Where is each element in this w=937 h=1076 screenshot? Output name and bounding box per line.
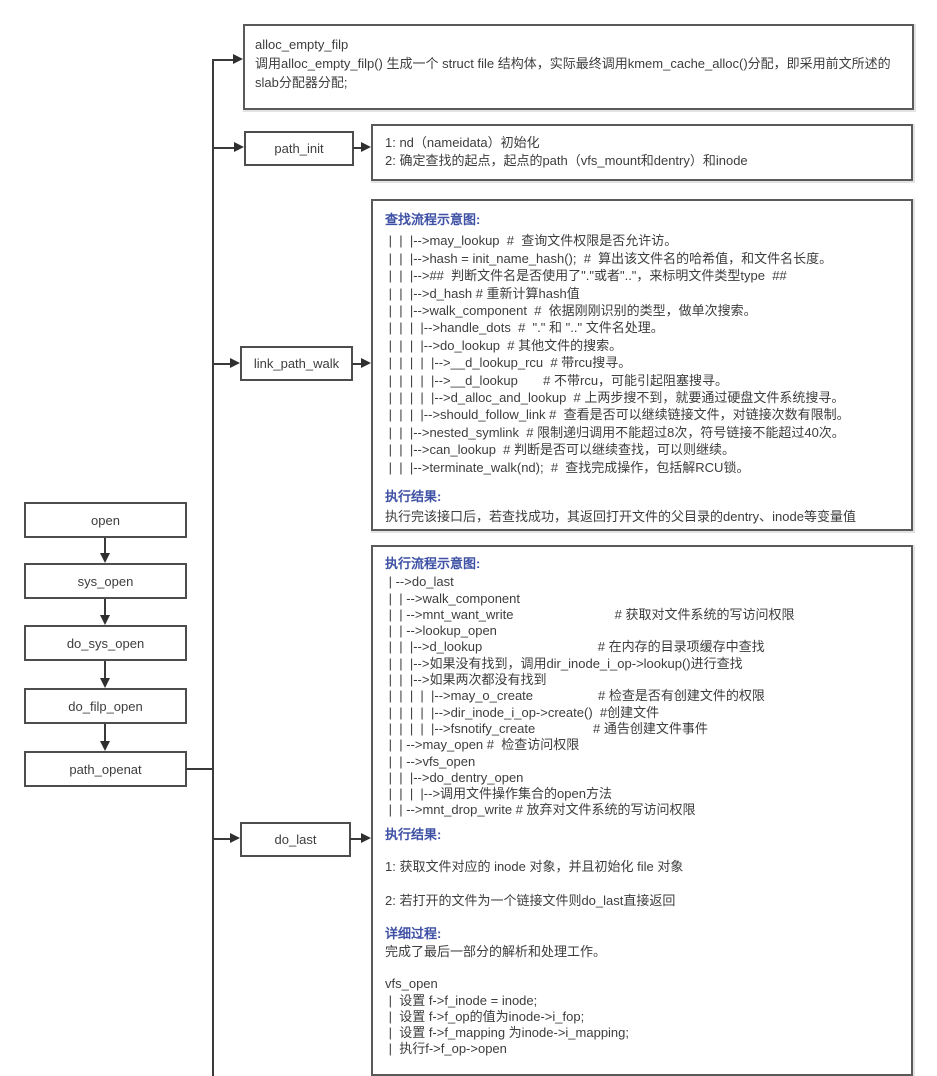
- connector-line: [352, 363, 361, 365]
- connector-line: [104, 538, 106, 553]
- link-path-walk-detail-box: 查找流程示意图: | | |-->may_lookup # 查询文件权限是否允许…: [371, 199, 913, 531]
- flow-node-sys-open: sys_open: [24, 563, 187, 599]
- alloc-body: 调用alloc_empty_filp() 生成一个 struct file 结构…: [255, 56, 891, 90]
- flow-node-label: do_sys_open: [66, 635, 145, 651]
- arrow-right-icon: [230, 833, 240, 843]
- arrow-down-icon: [100, 741, 110, 751]
- section-heading-lookup-flow: 查找流程示意图:: [385, 212, 481, 227]
- flow-node-path-openat: path_openat: [24, 751, 187, 787]
- exec-result-text: 执行完该接口后，若查找成功，其返回打开文件的父目录的dentry、inode等变…: [385, 508, 856, 524]
- arrow-down-icon: [100, 553, 110, 563]
- connector-line: [214, 838, 230, 840]
- flow-node-label: link_path_walk: [253, 356, 340, 371]
- connector-line: [214, 363, 230, 365]
- trunk-line: [212, 59, 214, 1076]
- section-heading-exec-result: 执行结果:: [385, 826, 442, 842]
- section-heading-exec-flow: 执行流程示意图:: [385, 556, 481, 571]
- connector-line: [104, 661, 106, 678]
- flow-node-label: path_openat: [69, 761, 142, 777]
- arrow-right-icon: [361, 142, 371, 152]
- flow-node-open: open: [24, 502, 187, 538]
- arrow-down-icon: [100, 615, 110, 625]
- exec-result-2: 2: 若打开的文件为一个链接文件则do_last直接返回: [385, 893, 676, 909]
- exec-result-1: 1: 获取文件对应的 inode 对象，并且初始化 file 对象: [385, 859, 684, 875]
- arrow-right-icon: [234, 142, 244, 152]
- arrow-right-icon: [361, 833, 371, 843]
- connector-line: [212, 59, 233, 61]
- connector-line: [186, 768, 214, 770]
- flow-node-do-filp-open: do_filp_open: [24, 688, 187, 724]
- exec-flow-tree: | -->do_last | | -->walk_component | | -…: [388, 574, 795, 818]
- section-heading-detail-process: 详细过程:: [385, 925, 442, 941]
- flow-node-label: open: [91, 512, 120, 528]
- arrow-right-icon: [361, 358, 371, 368]
- arrow-right-icon: [230, 358, 240, 368]
- flow-node-label: sys_open: [77, 573, 134, 589]
- vfs-open-tree: vfs_open | 设置 f->f_inode = inode; | 设置 f…: [385, 976, 630, 1057]
- path-init-lines: 1: nd（nameidata）初始化 2: 确定查找的起点，起点的path（v…: [385, 135, 748, 168]
- connector-line: [353, 147, 361, 149]
- connector-line: [104, 599, 106, 615]
- flow-node-label: path_init: [274, 141, 324, 156]
- arrow-right-icon: [233, 54, 243, 64]
- alloc-empty-filp-detail-box: alloc_empty_filp 调用alloc_empty_filp() 生成…: [243, 24, 914, 110]
- connector-line: [350, 838, 361, 840]
- section-heading-exec-result: 执行结果:: [385, 489, 442, 505]
- flow-node-path-init: path_init: [244, 131, 354, 166]
- flow-node-do-last: do_last: [240, 822, 351, 857]
- path-init-detail-box: 1: nd（nameidata）初始化 2: 确定查找的起点，起点的path（v…: [371, 124, 913, 181]
- connector-line: [104, 724, 106, 741]
- connector-line: [214, 147, 234, 149]
- lookup-flow-tree: | | |-->may_lookup # 查询文件权限是否允许访。 | | |-…: [388, 233, 850, 475]
- flow-node-label: do_filp_open: [68, 698, 143, 714]
- flow-node-label: do_last: [274, 832, 317, 847]
- arrow-down-icon: [100, 678, 110, 688]
- flow-node-link-path-walk: link_path_walk: [240, 346, 353, 381]
- alloc-title: alloc_empty_filp: [255, 37, 349, 52]
- flow-node-do-sys-open: do_sys_open: [24, 625, 187, 661]
- detail-process-text: 完成了最后一部分的解析和处理工作。: [385, 943, 607, 959]
- do-last-detail-box: 执行流程示意图: | -->do_last | | -->walk_compon…: [371, 545, 913, 1076]
